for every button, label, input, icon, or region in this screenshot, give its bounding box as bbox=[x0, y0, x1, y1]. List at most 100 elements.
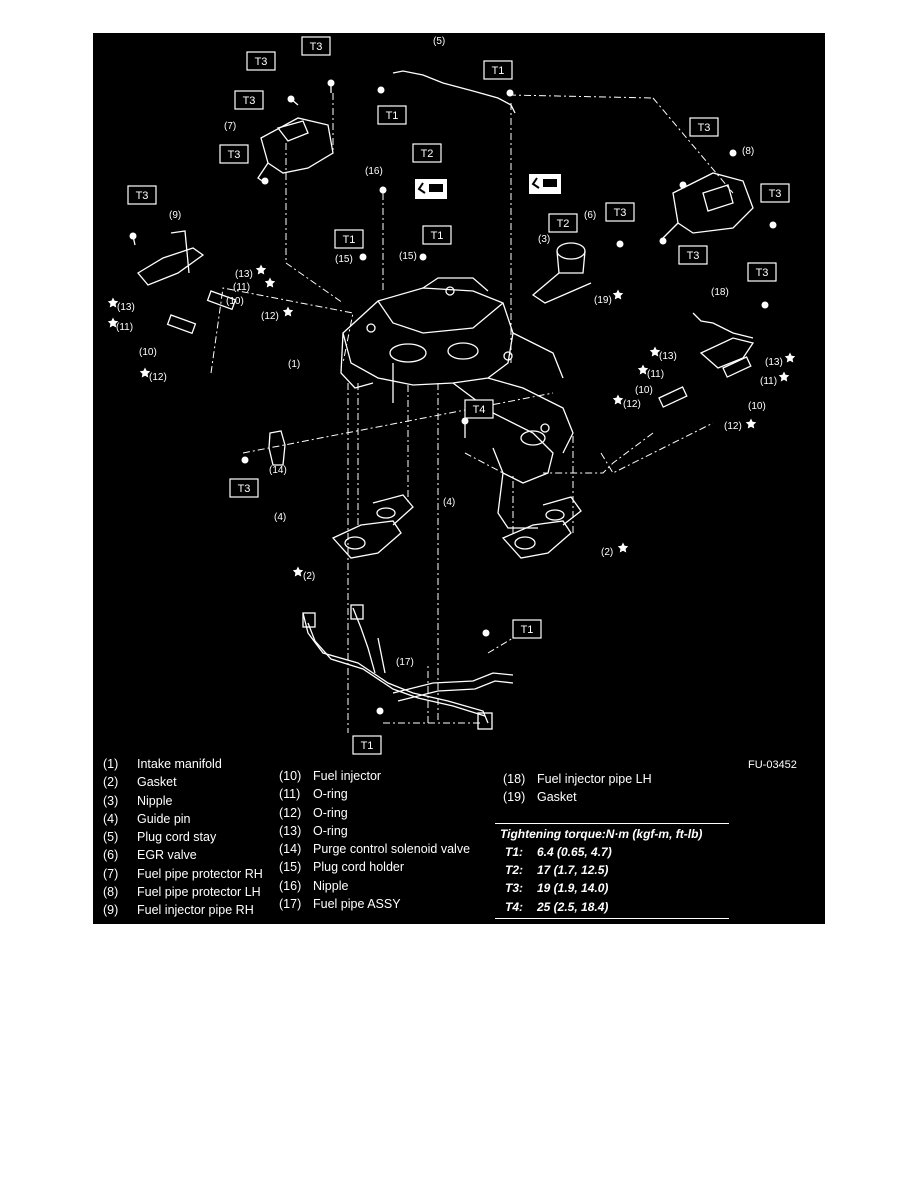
legend-item: (17)Fuel pipe ASSY bbox=[279, 897, 401, 912]
callout-13b: (13) bbox=[117, 302, 135, 313]
callout-12b: (12) bbox=[149, 372, 167, 383]
torque-label-t3: T3 bbox=[760, 183, 790, 203]
torque-label-t1: T1 bbox=[352, 735, 382, 755]
torque-label-t1: T1 bbox=[377, 105, 407, 125]
bolts bbox=[129, 79, 777, 715]
torque-row: T3:19 (1.9, 14.0) bbox=[505, 881, 609, 896]
callout-9: (9) bbox=[169, 210, 181, 221]
callout-19: (19) bbox=[594, 295, 612, 306]
torque-label-t4: T4 bbox=[464, 399, 494, 419]
callout-12c: (12) bbox=[623, 399, 641, 410]
legend-item: (2)Gasket bbox=[103, 775, 177, 790]
callout-11c: (11) bbox=[647, 369, 664, 380]
plug-cord-stay-drawing bbox=[392, 70, 516, 114]
torque-row: T1:6.4 (0.65, 4.7) bbox=[505, 845, 612, 859]
torque-label-t3: T3 bbox=[219, 144, 249, 164]
legend-item: (1)Intake manifold bbox=[103, 757, 222, 771]
svg-text:T3: T3 bbox=[243, 95, 256, 107]
legend-item: (18)Fuel injector pipe LH bbox=[503, 772, 652, 786]
alignment-lines bbox=[210, 93, 734, 733]
svg-text:T3: T3 bbox=[769, 188, 782, 200]
fuel-pipe-protectors-drawing bbox=[257, 117, 754, 239]
svg-text:T3: T3 bbox=[698, 122, 711, 134]
svg-text:T3: T3 bbox=[310, 41, 323, 53]
svg-text:T3: T3 bbox=[687, 250, 700, 262]
svg-text:T1: T1 bbox=[521, 624, 534, 636]
legend-column-1: (1)Intake manifold (2)Gasket (3)Nipple (… bbox=[103, 755, 263, 920]
torque-label-t3: T3 bbox=[301, 36, 331, 56]
torque-label-t1: T1 bbox=[512, 619, 542, 639]
callout-12d: (12) bbox=[724, 421, 742, 432]
legend-column-3: (18)Fuel injector pipe LH (19)Gasket bbox=[503, 770, 652, 807]
callout-2b: (2) bbox=[303, 571, 315, 582]
legend-item: (10)Fuel injector bbox=[279, 769, 382, 783]
torque-label-t3: T3 bbox=[127, 185, 157, 205]
svg-text:T4: T4 bbox=[473, 404, 486, 416]
intake-manifold-drawing bbox=[340, 277, 574, 529]
callout-13c: (13) bbox=[659, 351, 677, 362]
torque-label-t2: T2 bbox=[548, 213, 578, 233]
callout-12: (12) bbox=[261, 311, 279, 322]
callout-4b: (4) bbox=[274, 512, 286, 523]
torque-label-t3: T3 bbox=[747, 262, 777, 282]
callout-17: (17) bbox=[396, 657, 414, 668]
callout-10b: (10) bbox=[139, 347, 157, 358]
callout-15: (15) bbox=[335, 254, 353, 265]
callouts: (5) (7) (8) (16) (9) (6) (3) (15) (15) (… bbox=[116, 36, 783, 668]
legend-item: (11)O-ring bbox=[279, 787, 348, 802]
svg-text:T3: T3 bbox=[228, 149, 241, 161]
torque-table: Tightening torque:N·m (kgf-m, ft-lb) T1:… bbox=[495, 823, 729, 919]
sealant-symbol-icon bbox=[415, 179, 447, 199]
torque-label-t3: T3 bbox=[234, 90, 264, 110]
diagram-panel: T3 T3 T3 T3 T3 T1 T1 T2 T3 T3 T3 T2 T3 T… bbox=[93, 33, 825, 924]
legend-item: (5)Plug cord stay bbox=[103, 830, 217, 845]
callout-7: (7) bbox=[224, 121, 236, 132]
fuel-injector-pipe-rh-drawing bbox=[137, 230, 237, 335]
svg-text:T1: T1 bbox=[492, 65, 505, 77]
svg-text:T2: T2 bbox=[557, 218, 570, 230]
legend-item: (6)EGR valve bbox=[103, 848, 197, 863]
legend-item: (4)Guide pin bbox=[103, 811, 191, 826]
callout-10c: (10) bbox=[635, 385, 653, 396]
legend-item: (15)Plug cord holder bbox=[279, 860, 405, 875]
torque-row: T2:17 (1.7, 12.5) bbox=[505, 863, 609, 878]
callout-6: (6) bbox=[584, 210, 596, 221]
sealant-symbol-icon bbox=[529, 174, 561, 194]
callout-3: (3) bbox=[538, 234, 550, 245]
svg-text:T1: T1 bbox=[343, 234, 356, 246]
callout-13d: (13) bbox=[765, 357, 783, 368]
torque-label-t3: T3 bbox=[678, 245, 708, 265]
callout-11b: (11) bbox=[116, 322, 133, 333]
legend-item: (7)Fuel pipe protector RH bbox=[103, 866, 263, 881]
torque-label-t3: T3 bbox=[246, 51, 276, 71]
svg-text:T3: T3 bbox=[238, 483, 251, 495]
callout-10: (10) bbox=[226, 296, 244, 307]
torque-label-t3: T3 bbox=[229, 478, 259, 498]
svg-text:T3: T3 bbox=[136, 190, 149, 202]
callout-4: (4) bbox=[443, 497, 455, 508]
torque-label-t3: T3 bbox=[605, 202, 635, 222]
legend-item: (19)Gasket bbox=[503, 790, 577, 805]
legend-item: (8)Fuel pipe protector LH bbox=[103, 885, 261, 900]
callout-8: (8) bbox=[742, 146, 754, 157]
legend-item: (12)O-ring bbox=[279, 805, 348, 820]
callout-1: (1) bbox=[288, 359, 300, 370]
torque-label-t1: T1 bbox=[483, 60, 513, 80]
svg-text:T1: T1 bbox=[431, 230, 444, 242]
legend-item: (9)Fuel injector pipe RH bbox=[103, 903, 254, 918]
svg-text:T1: T1 bbox=[361, 740, 374, 752]
callout-5: (5) bbox=[433, 36, 445, 47]
legend-item: (13)O-ring bbox=[279, 823, 348, 838]
callout-10d: (10) bbox=[748, 401, 766, 412]
callout-15b: (15) bbox=[399, 251, 417, 262]
callout-13: (13) bbox=[235, 269, 253, 280]
torque-label-t3: T3 bbox=[689, 117, 719, 137]
svg-text:T3: T3 bbox=[614, 207, 627, 219]
egr-valve-drawing bbox=[531, 242, 592, 304]
callout-11d: (11) bbox=[760, 376, 777, 387]
legend-item: (14)Purge control solenoid valve bbox=[279, 842, 471, 857]
callout-2: (2) bbox=[601, 547, 613, 558]
torque-table-title: Tightening torque:N·m (kgf-m, ft-lb) bbox=[500, 827, 703, 841]
svg-text:T1: T1 bbox=[386, 110, 399, 122]
torque-label-t1: T1 bbox=[422, 225, 452, 245]
